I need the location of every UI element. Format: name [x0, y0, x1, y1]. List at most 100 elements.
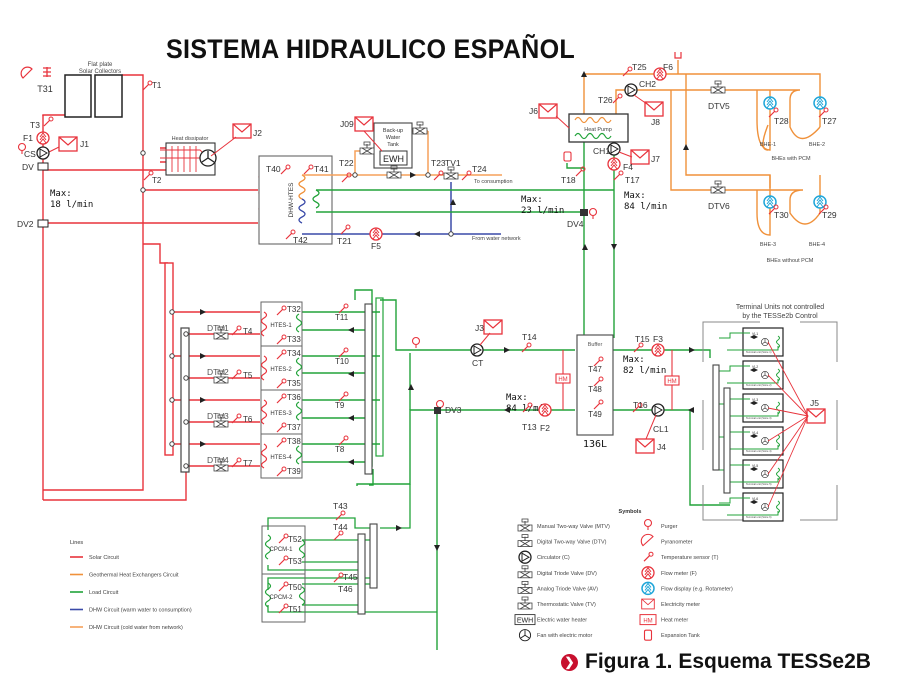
fan-icon[interactable]	[761, 470, 769, 478]
collectors-label: Flat plate	[88, 62, 113, 68]
to-consumption-label: To consumption	[474, 179, 513, 185]
flow-arrow-icon	[582, 244, 588, 250]
triode-valve-icon[interactable]	[37, 162, 49, 171]
symbol-legend-label: Purger	[661, 524, 678, 530]
flow-arrow-icon	[348, 327, 354, 333]
label-F1: F1	[23, 133, 33, 143]
valve-label: VL4	[752, 431, 758, 435]
label-T8: T8	[335, 445, 345, 454]
heat-meter-icon[interactable]	[555, 373, 571, 384]
collectors-label: Solar Collectors	[79, 69, 121, 75]
valve-label: VL3	[752, 398, 758, 402]
electricity-meter-legend-item: Electricity meter	[641, 598, 700, 610]
label-T44: T44	[333, 522, 348, 532]
junction-node	[140, 187, 146, 193]
ewh-icon	[379, 150, 408, 166]
lines-legend-item: Geothermal Heat Exchangers Circuit	[70, 573, 179, 579]
lines-legend-label: Solar Circuit	[89, 555, 119, 561]
thermostatic-valve-icon[interactable]	[443, 166, 459, 180]
label-T13: T13	[522, 422, 537, 432]
symbol-legend-label: Electric water heater	[537, 618, 587, 624]
label-T42: T42	[293, 235, 308, 245]
heat-meter-icon[interactable]	[664, 375, 680, 386]
cpcm-name: CPCM-2	[269, 595, 293, 601]
circulator-icon[interactable]	[470, 343, 484, 357]
label-J6: J6	[529, 106, 538, 116]
symbols-legend-title: Symbols	[619, 509, 642, 515]
label-T16: T16	[633, 400, 648, 410]
manual-valve-icon[interactable]	[359, 141, 375, 155]
electricity-meter-icon[interactable]	[354, 116, 374, 132]
label-BHE2: BHE-2	[809, 142, 825, 148]
electricity-meter-icon[interactable]	[58, 136, 78, 152]
electricity-meter-icon[interactable]	[483, 319, 503, 335]
label-J5: J5	[810, 398, 819, 408]
digital-valve-icon[interactable]	[710, 180, 726, 194]
junction-node	[183, 463, 189, 469]
label-DTV3: DTV3	[207, 411, 229, 421]
fan-icon[interactable]	[761, 371, 769, 379]
label-J8: J8	[651, 117, 660, 127]
label-T23: T23	[431, 158, 446, 168]
max-flow-label: Max:	[50, 189, 72, 199]
buffer-label: Buffer	[588, 342, 603, 348]
label-T28: T28	[774, 116, 789, 126]
purger-icon	[643, 518, 653, 531]
label-T36: T36	[287, 393, 301, 402]
electricity-meter-icon[interactable]	[538, 103, 558, 119]
electricity-meter-icon[interactable]	[630, 149, 650, 165]
label-J09: J09	[340, 119, 354, 129]
label-T17: T17	[625, 175, 640, 185]
flow-arrow-icon	[200, 353, 206, 359]
manual-valve-icon[interactable]	[412, 121, 428, 135]
junction-node	[169, 441, 175, 447]
symbol-legend-label: Expansion Tank	[661, 633, 700, 639]
temperature-sensor-icon	[278, 581, 289, 592]
max-flow-label: Max:	[623, 355, 645, 365]
ewh-legend-item: EWH Electric water heater	[514, 614, 587, 626]
electricity-meter-icon[interactable]	[635, 438, 655, 454]
circulator-icon[interactable]	[36, 146, 50, 160]
lines-legend-label: Load Circuit	[89, 590, 119, 596]
fan-icon[interactable]	[761, 404, 769, 412]
backup-tank-label: Tank	[387, 142, 399, 148]
pyranometer-legend-item: Pyranometer	[640, 533, 693, 547]
label-T14: T14	[522, 332, 537, 342]
svg-text:EWH: EWH	[517, 618, 533, 625]
circulator-icon[interactable]	[651, 403, 665, 417]
fan-icon[interactable]	[761, 503, 769, 511]
digital-valve-icon[interactable]	[710, 80, 726, 94]
heat-meter-icon: HM	[639, 614, 657, 626]
geothermal-circuit	[583, 60, 821, 236]
flow-display-icon	[813, 96, 827, 110]
flow-arrow-icon	[348, 459, 354, 465]
fan-icon[interactable]	[761, 437, 769, 445]
flow-arrow-icon	[504, 407, 510, 413]
lines-legend-label: DHW Circuit (warm water to consumption)	[89, 608, 192, 614]
junction-node	[352, 172, 358, 178]
temperature-sensor-icon	[333, 530, 344, 541]
diagram-title: SISTEMA HIDRAULICO ESPAÑOL	[166, 34, 576, 64]
electricity-meter-icon[interactable]	[806, 408, 826, 424]
fan-icon[interactable]	[761, 338, 769, 346]
flow-arrow-icon	[434, 545, 440, 551]
triode-valve-icon[interactable]	[37, 219, 49, 228]
flow-arrow-icon	[410, 172, 416, 178]
triode-valve-icon[interactable]	[580, 209, 588, 216]
electricity-meter-icon[interactable]	[644, 101, 664, 117]
label-T31: T31	[37, 84, 53, 94]
fan-icon[interactable]	[199, 149, 217, 167]
terminal-title: by the TESSe2b Control	[742, 313, 818, 320]
label-T11: T11	[335, 313, 349, 322]
label-BHE4: BHE-4	[809, 242, 825, 248]
electricity-meter-icon[interactable]	[232, 123, 252, 139]
circulator-icon[interactable]	[624, 83, 638, 97]
electricity-meter-icon	[641, 598, 655, 610]
flow-arrow-icon	[688, 407, 694, 413]
label-T27: T27	[822, 116, 837, 126]
triode-valve-icon[interactable]	[434, 407, 441, 414]
flow-meter-icon	[538, 403, 552, 417]
label-T15: T15	[635, 334, 650, 344]
